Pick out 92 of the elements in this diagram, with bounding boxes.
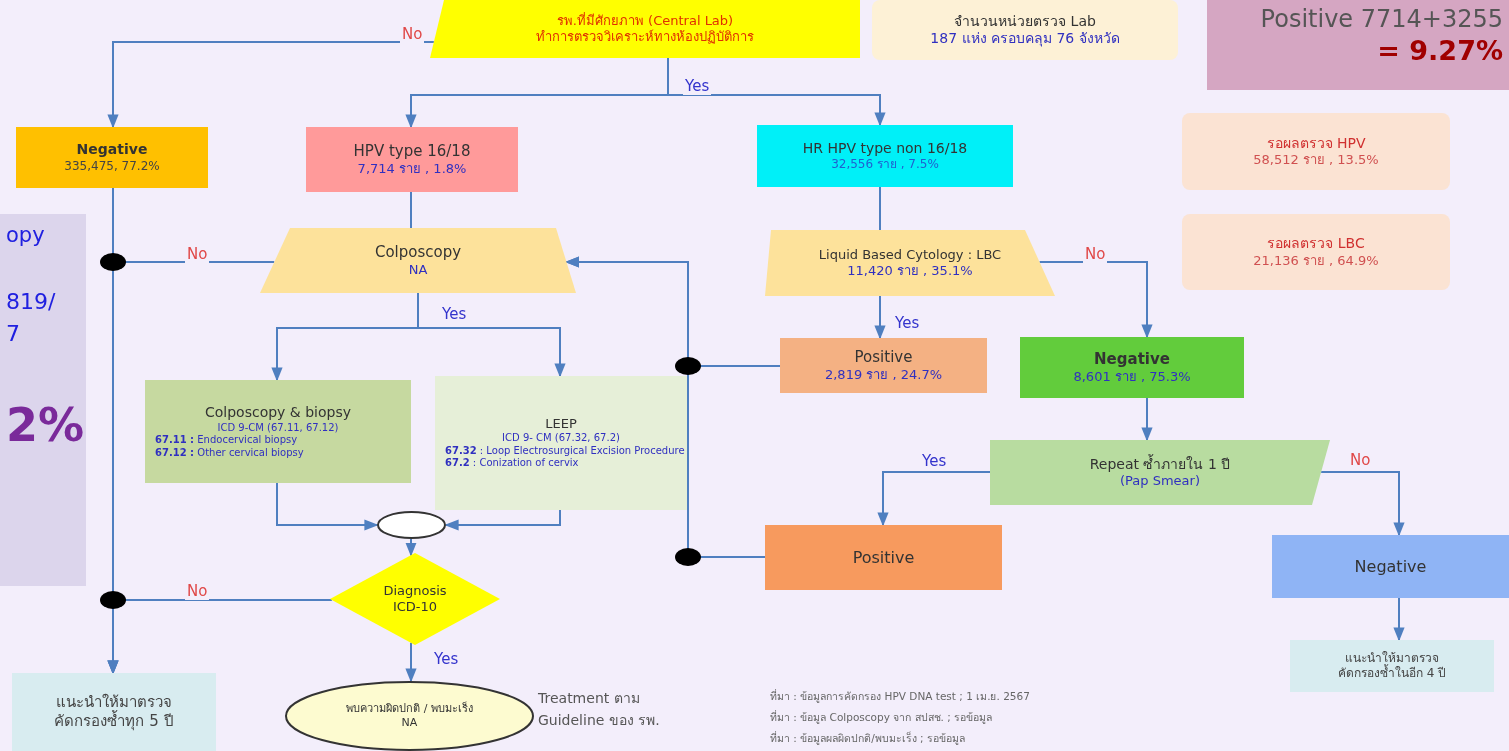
outcome-ellipse	[285, 681, 534, 751]
result-box	[1020, 337, 1244, 398]
node-title: LEEP	[545, 416, 577, 433]
result-box	[16, 127, 208, 188]
summary-panel	[0, 214, 86, 586]
result-box	[306, 127, 518, 192]
connector-arrow	[667, 57, 886, 127]
node-text: 67.2 : Conization of cervix	[444, 457, 579, 470]
node-title: Diagnosis ICD-10	[382, 582, 448, 616]
info-box	[872, 0, 1178, 60]
merge-ellipse	[377, 511, 446, 539]
node-text: ICD 9- CM (67.32, 67.2)	[502, 432, 620, 445]
advice-box	[12, 673, 216, 751]
node-caption: Treatment ตาม Guideline ของ รพ.	[538, 689, 661, 730]
connector-arrow	[1393, 597, 1405, 642]
process-trapezoid	[990, 440, 1330, 505]
node-title: Positive	[852, 547, 915, 568]
process-trapezoid	[430, 0, 860, 58]
connector-arrow	[276, 482, 379, 531]
edge-label: Yes	[683, 78, 712, 95]
node-title: พบความผิดปกติ / พบมะเร็ง	[346, 702, 473, 716]
result-box	[1272, 535, 1509, 598]
summary-panel	[1207, 0, 1509, 90]
procedure-box	[145, 380, 411, 483]
node-title: Negative	[1354, 556, 1427, 577]
connector-arrow	[1141, 397, 1153, 442]
node-text: 7,714 ราย , 1.8%	[357, 160, 467, 177]
node-text: 21,136 ราย , 64.9%	[1253, 252, 1379, 269]
connector-arrow	[874, 295, 886, 340]
process-trapezoid	[260, 228, 576, 293]
connector-arrow	[107, 187, 119, 675]
node-text: NA	[408, 261, 428, 278]
node-title: Colposcopy & biopsy	[204, 404, 351, 422]
result-box	[780, 338, 987, 393]
node-title: จำนวนหน่วยตรวจ Lab	[954, 12, 1096, 30]
node-text: 2%	[6, 397, 85, 455]
connector-arrow	[107, 41, 435, 129]
node-text: 2,819 ราย , 24.7%	[824, 366, 942, 383]
node-title: Repeat ซ้ำภายใน 1 ปี	[1089, 455, 1231, 474]
node-text: ICD 9-CM (67.11, 67.12)	[217, 421, 339, 434]
node-text: 187 แห่ง ครอบคลุม 76 จังหวัด	[930, 30, 1120, 48]
result-box	[757, 125, 1013, 187]
connector-arrow	[877, 471, 991, 527]
pending-box	[1182, 113, 1450, 190]
node-title: แนะนำให้มาตรวจ คัดกรองซ้ำทุก 5 ปี	[53, 693, 175, 731]
node-title: Colposcopy	[374, 243, 462, 262]
node-title: รอผลตรวจ LBC	[1267, 235, 1365, 253]
connector-arrow	[405, 641, 417, 683]
source-note: ที่มา : ข้อมูลการคัดกรอง HPV DNA test ; 1 เม.ย. 2567	[770, 688, 1030, 705]
node-text: 67.12 : Other cervical biopsy	[154, 446, 304, 459]
node-text: 11,420 ราย , 35.1%	[847, 263, 973, 280]
node-title: รอผลตรวจ HPV	[1266, 134, 1366, 153]
node-text: = 9.27%	[1377, 34, 1503, 68]
connector-arrow	[444, 509, 561, 531]
node-text: 32,556 ราย , 7.5%	[831, 157, 939, 173]
node-text: 67.11 : Endocervical biopsy	[154, 434, 298, 447]
node-title: opy	[6, 222, 45, 249]
node-text: 58,512 ราย , 13.5%	[1253, 152, 1379, 169]
decision-diamond	[330, 553, 500, 645]
result-box	[765, 525, 1002, 590]
connector-arrow	[565, 256, 766, 558]
edge-label: No	[185, 246, 210, 263]
node-text: NA	[401, 716, 418, 730]
node-title: Positive	[854, 348, 913, 367]
node-text: ทำการตรวจวิเคราะห์ทางห้องปฏิบัติการ	[536, 29, 754, 46]
node-title: Negative	[76, 141, 148, 159]
edge-label: No	[400, 26, 425, 43]
node-title: HPV type 16/18	[353, 142, 471, 161]
edge-label: No	[185, 583, 210, 600]
source-note: ที่มา : ข้อมูลผลผิดปกติ/พบมะเร็ง ; รอข้อมูล	[770, 730, 965, 747]
connector-arrow	[405, 538, 417, 557]
advice-box	[1290, 640, 1494, 692]
node-title: รพ.ที่มีศักยภาพ (Central Lab)	[556, 12, 734, 29]
pending-box	[1182, 214, 1450, 290]
procedure-box	[435, 376, 687, 510]
connector-arrow	[1320, 471, 1405, 537]
node-title: HR HPV type non 16/18	[802, 139, 968, 158]
connector-arrow	[1038, 261, 1153, 339]
node-text: 8,601 ราย , 75.3%	[1073, 368, 1191, 385]
node-title: แนะนำให้มาตรวจ คัดกรองซ้ำในอีก 4 ปี	[1337, 651, 1447, 681]
node-text: 335,475, 77.2%	[64, 158, 160, 174]
node-text: 819/	[6, 288, 56, 316]
node-text: 7	[6, 319, 20, 348]
connector-arrow	[417, 292, 566, 378]
process-trapezoid	[765, 230, 1055, 296]
node-title: Liquid Based Cytology : LBC	[818, 246, 1002, 263]
node-title: Negative	[1094, 350, 1170, 369]
node-text: 67.32 : Loop Electrosurgical Excision Procedure	[444, 444, 685, 458]
source-note: ที่มา : ข้อมูล Colposcopy จาก สปสช. ; รอข้อมูล	[770, 709, 993, 726]
node-text: (Pap Smear)	[1120, 473, 1200, 490]
edge-label: No	[1083, 246, 1108, 263]
node-title: Positive 7714+3255	[1260, 4, 1503, 34]
